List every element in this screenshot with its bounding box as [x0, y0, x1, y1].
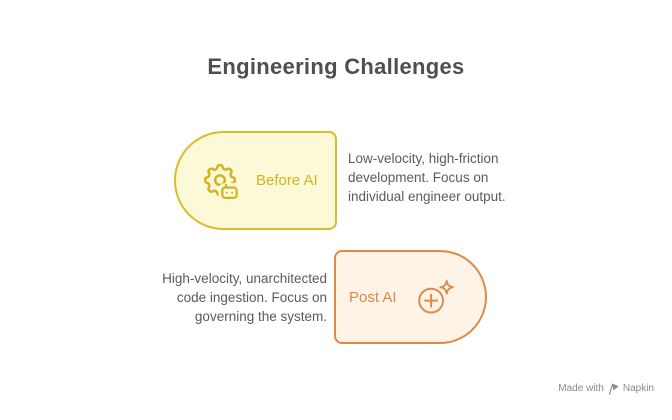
made-with-napkin-watermark[interactable]: Made with Napkin: [558, 382, 654, 396]
description-line: development. Focus on: [348, 170, 489, 185]
description-before-ai: Low-velocity, high-friction development.…: [348, 149, 548, 206]
card-label-before-ai: Before AI: [256, 172, 318, 189]
description-line: code ingestion. Focus on: [176, 290, 327, 305]
napkin-logo-icon: [608, 383, 619, 395]
description-post-ai: High-velocity, unarchitected code ingest…: [107, 269, 327, 326]
plus-sparkle-icon: [415, 277, 456, 317]
description-line: individual engineer output.: [348, 189, 506, 204]
description-line: High-velocity, unarchitected: [162, 271, 327, 286]
page-title: Engineering Challenges: [207, 54, 465, 79]
watermark-text: Made with: [558, 383, 604, 394]
description-line: Low-velocity, high-friction: [348, 151, 499, 166]
card-label-post-ai: Post AI: [349, 288, 397, 306]
card-before-ai: Before AI: [174, 131, 337, 230]
card-post-ai: Post AI: [334, 250, 487, 344]
watermark-brand: Napkin: [622, 383, 654, 394]
description-line: governing the system.: [194, 309, 327, 324]
gear-robot-icon: [200, 160, 240, 202]
